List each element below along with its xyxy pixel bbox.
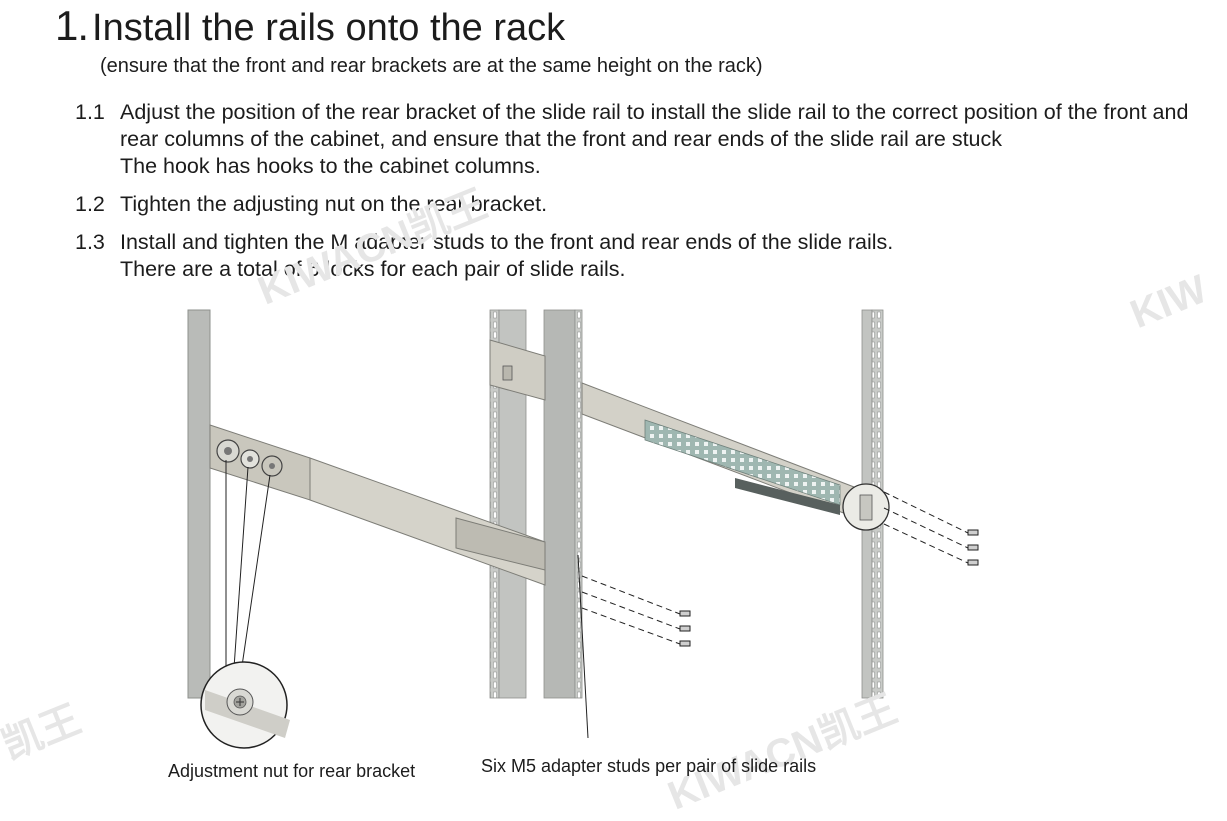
step-item: 1.1 Adjust the position of the rear brac… xyxy=(75,99,1195,180)
step-text: Tighten the adjusting nut on the rear br… xyxy=(120,192,548,216)
nut-zoom-detail xyxy=(200,661,290,749)
rail-installation-illustration xyxy=(187,309,979,749)
step-item: 1.2 Tighten the adjusting nut on the rea… xyxy=(75,191,1195,218)
right-stud-set xyxy=(883,491,979,566)
caption-adjustment-nut: Adjustment nut for rear bracket xyxy=(168,761,416,781)
stud-leader-line xyxy=(577,554,589,739)
left-leader-lines xyxy=(225,460,271,670)
step-number: 1.2 xyxy=(75,192,105,216)
page-title: 1.Install the rails onto the rack xyxy=(55,2,565,50)
step-list: 1.1 Adjust the position of the rear brac… xyxy=(75,99,1195,294)
subtitle-note: (ensure that the front and rear brackets… xyxy=(100,55,763,77)
rear-left-column xyxy=(187,309,211,699)
middle-stud-set xyxy=(581,575,691,647)
right-slide-rail xyxy=(489,339,890,531)
section-title: Install the rails onto the rack xyxy=(92,7,566,49)
step-text: Install and tighten the M adapter studs … xyxy=(120,230,894,281)
section-number: 1. xyxy=(55,2,89,49)
step-text: Adjust the position of the rear bracket … xyxy=(120,100,1189,178)
step-item: 1.3 Install and tighten the M adapter st… xyxy=(75,229,1195,283)
caption-adapter-studs: Six M5 adapter studs per pair of slide r… xyxy=(481,756,817,776)
front-column xyxy=(489,309,583,699)
step-number: 1.3 xyxy=(75,230,105,254)
step-number: 1.1 xyxy=(75,100,105,124)
left-slide-rail xyxy=(209,424,546,586)
